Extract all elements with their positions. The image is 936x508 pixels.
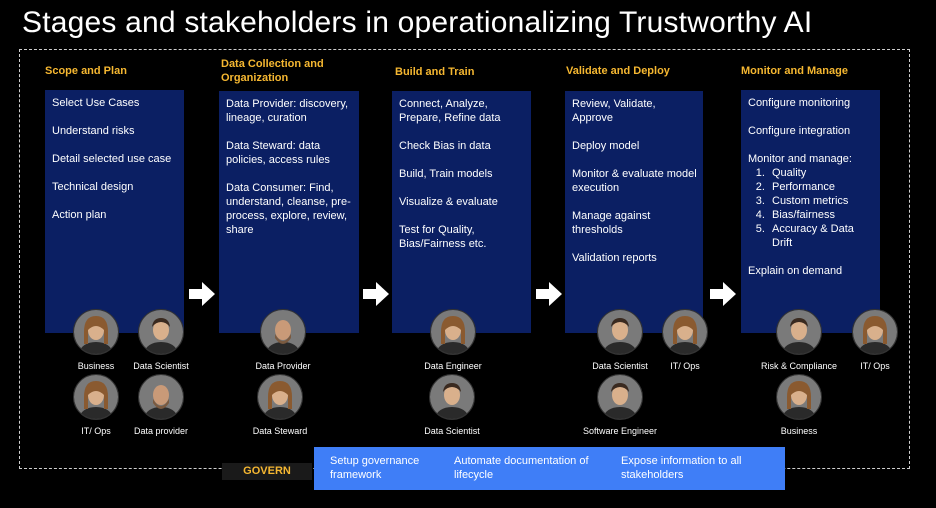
govern-item: Expose information to all stakeholders (621, 455, 742, 481)
stakeholder: Risk & Compliance (739, 309, 859, 371)
govern-item: Automate documentation of lifecycle (454, 455, 589, 481)
stakeholder: IT/ Ops (815, 309, 935, 371)
stage-title-build-and-train: Build and Train (395, 65, 474, 79)
panel-item: Data Provider: discovery, lineage, curat… (226, 98, 349, 124)
man-avatar (597, 374, 643, 420)
woman-avatar (662, 309, 708, 355)
govern-bar: Setup governance framework Automate docu… (314, 447, 785, 490)
panel-item: Explain on demand (748, 265, 843, 277)
panel-item: Monitor and manage: (748, 153, 852, 165)
stakeholder: Data provider (101, 374, 221, 436)
stakeholder: Data Scientist (101, 309, 221, 371)
panel-item: Connect, Analyze, Prepare, Refine data (399, 98, 501, 124)
govern-label: GOVERN (222, 463, 312, 480)
woman-avatar (73, 309, 119, 355)
stakeholder: Data Provider (223, 309, 343, 371)
list-item: Accuracy & Data Drift (768, 222, 874, 250)
stage-panel-scope-and-plan: Select Use Cases Understand risks Detail… (45, 90, 184, 333)
panel-item: Configure integration (748, 125, 851, 137)
monitor-metrics-list: Quality Performance Custom metrics Bias/… (748, 166, 874, 250)
man-avatar (429, 374, 475, 420)
panel-item: Select Use Cases (52, 97, 140, 109)
stage-title-line: Organization (221, 72, 289, 84)
panel-item: Monitor & evaluate model execution (572, 168, 697, 194)
list-item: Custom metrics (768, 194, 874, 208)
stakeholder: Data Steward (220, 374, 340, 436)
man-avatar (776, 309, 822, 355)
panel-item: Test for Quality, Bias/Fairness etc. (399, 224, 487, 250)
list-item: Performance (768, 180, 874, 194)
stage-panel-monitor-and-manage: Configure monitoring Configure integrati… (741, 90, 880, 333)
stage-title-line: Build and Train (395, 66, 475, 78)
panel-item: Check Bias in data (399, 140, 491, 152)
stage-panel-build-and-train: Connect, Analyze, Prepare, Refine data C… (392, 91, 531, 333)
arrow-right-icon (189, 282, 215, 306)
stakeholder: Business (739, 374, 859, 436)
panel-item: Deploy model (572, 140, 640, 152)
stakeholder-label: IT/ Ops (81, 426, 111, 436)
govern-item: Setup governance framework (330, 455, 420, 481)
arrow-right-icon (536, 282, 562, 306)
panel-item: Visualize & evaluate (399, 196, 498, 208)
stakeholder: Software Engineer (560, 374, 680, 436)
stage-title-line: Monitor and Manage (741, 65, 848, 77)
stage-title-monitor-and-manage: Monitor and Manage (741, 64, 848, 78)
stage-panel-data-collection: Data Provider: discovery, lineage, curat… (219, 91, 359, 333)
panel-item: Review, Validate, Approve (572, 98, 656, 124)
man-avatar (597, 309, 643, 355)
stakeholder-label: Data Scientist (592, 361, 648, 371)
arrow-right-icon (710, 282, 736, 306)
stakeholder-label: Data Scientist (133, 361, 189, 371)
panel-item: Data Consumer: Find, understand, cleanse… (226, 182, 351, 236)
stage-title-line: Validate and Deploy (566, 65, 670, 77)
bearded-man-avatar (138, 374, 184, 420)
panel-item: Technical design (52, 181, 134, 193)
woman-avatar (776, 374, 822, 420)
page-title: Stages and stakeholders in operationaliz… (22, 6, 813, 39)
panel-item: Build, Train models (399, 168, 493, 180)
stage-title-scope-and-plan: Scope and Plan (45, 64, 127, 78)
arrow-right-icon (363, 282, 389, 306)
stage-title-line: Scope and Plan (45, 65, 127, 77)
woman-avatar (852, 309, 898, 355)
list-item: Quality (768, 166, 874, 180)
stage-title-line: Data Collection and (221, 58, 324, 70)
stakeholder-label: Data Engineer (424, 361, 482, 371)
panel-item: Understand risks (52, 125, 135, 137)
stakeholder: IT/ Ops (36, 374, 156, 436)
stakeholder: IT/ Ops (625, 309, 745, 371)
panel-item: Action plan (52, 209, 107, 221)
stakeholder: Data Engineer (393, 309, 513, 371)
woman-avatar (73, 374, 119, 420)
stage-panel-validate-and-deploy: Review, Validate, Approve Deploy model M… (565, 91, 703, 333)
stage-title-data-collection: Data Collection and Organization (221, 57, 324, 85)
list-item: Bias/fairness (768, 208, 874, 222)
stakeholder-label: Data Scientist (424, 426, 480, 436)
stakeholder: Data Scientist (392, 374, 512, 436)
woman-avatar (257, 374, 303, 420)
stage-title-validate-and-deploy: Validate and Deploy (566, 64, 670, 78)
panel-item: Data Steward: data policies, access rule… (226, 140, 330, 166)
stakeholder-label: IT/ Ops (860, 361, 890, 371)
stakeholder-label: Data Steward (252, 426, 308, 436)
stakeholder-label: Business (77, 361, 115, 371)
stakeholder: Business (36, 309, 156, 371)
stakeholder-label: IT/ Ops (670, 361, 700, 371)
stakeholder-label: Data provider (133, 426, 189, 436)
stakeholder-label: Risk & Compliance (760, 361, 838, 371)
stakeholder-label: Software Engineer (582, 426, 658, 436)
stakeholder-label: Data Provider (255, 361, 311, 371)
panel-item: Validation reports (572, 252, 657, 264)
panel-item: Detail selected use case (52, 153, 172, 165)
panel-item: Configure monitoring (748, 97, 851, 109)
stakeholder: Data Scientist (560, 309, 680, 371)
panel-item: Manage against thresholds (572, 210, 651, 236)
woman-avatar (430, 309, 476, 355)
stakeholder-label: Business (780, 426, 818, 436)
man-avatar (138, 309, 184, 355)
bearded-man-avatar (260, 309, 306, 355)
